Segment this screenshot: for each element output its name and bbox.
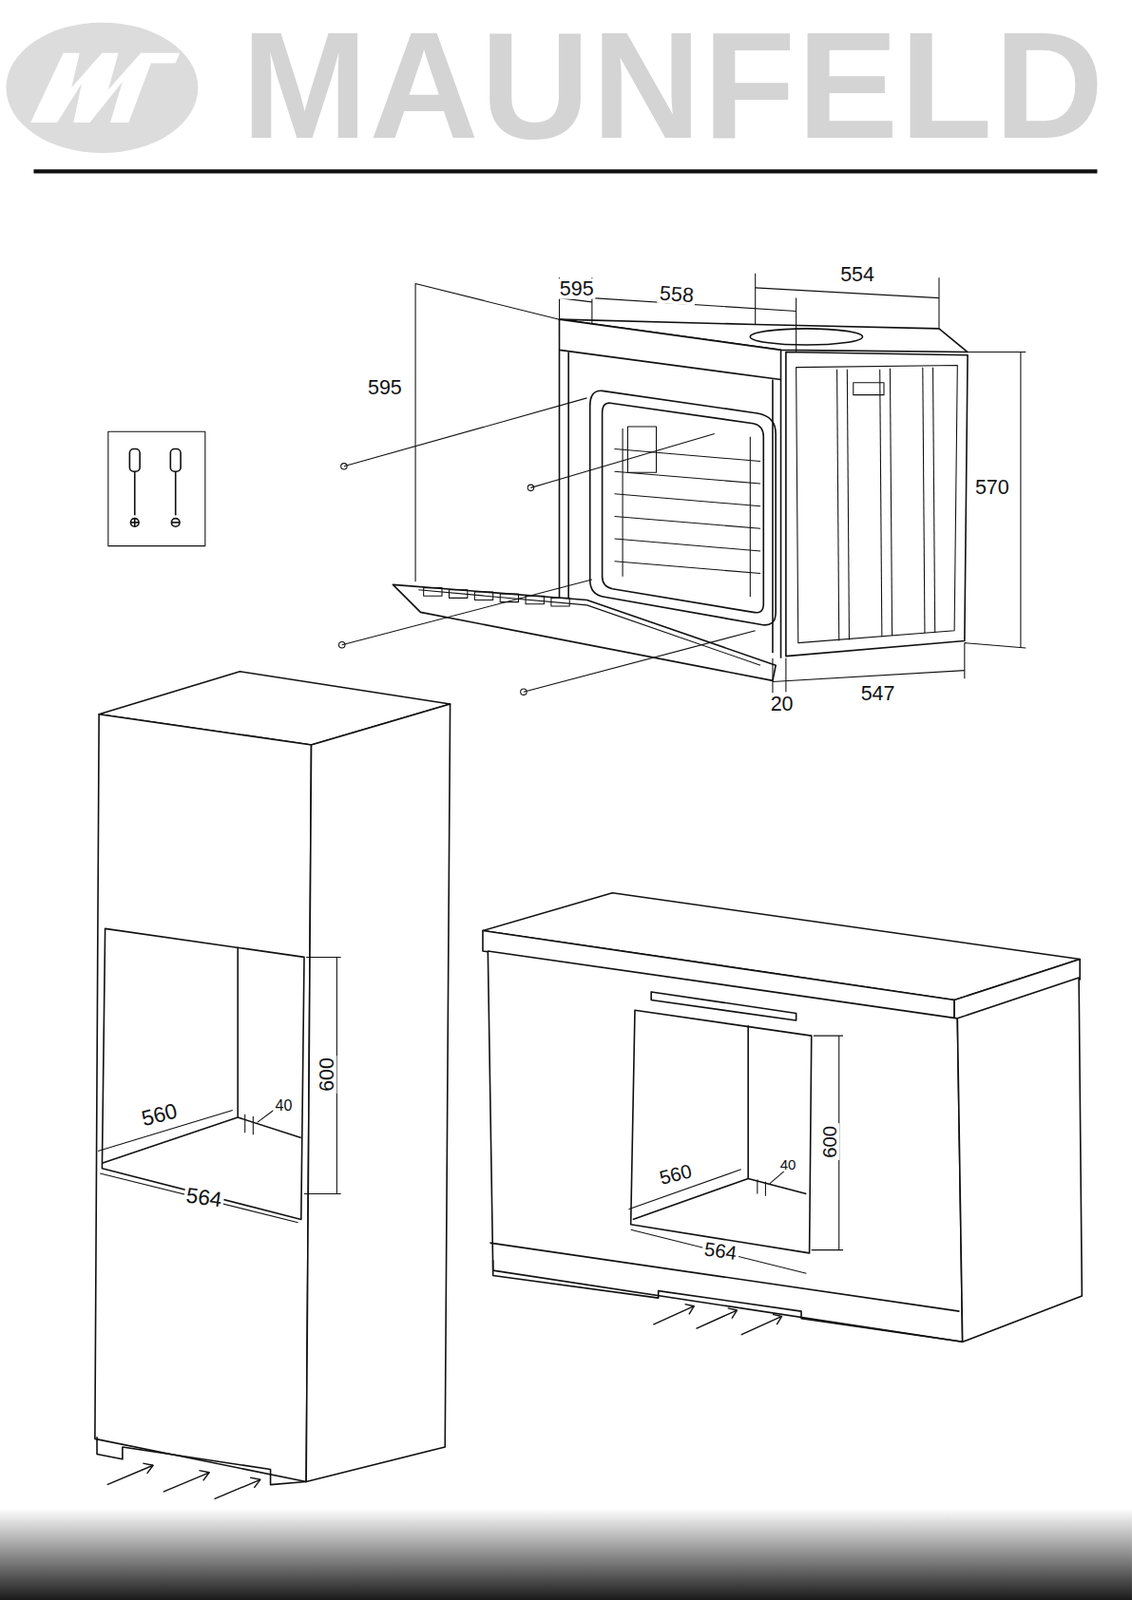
dimension-label: 564 — [182, 1184, 226, 1211]
dimension-label: 547 — [858, 683, 897, 704]
dimension-label: 600 — [316, 1055, 337, 1094]
dimension-label: 595 — [365, 376, 404, 397]
dimension-label: 40 — [778, 1157, 799, 1172]
dimension-label: 570 — [973, 477, 1012, 498]
dimension-label: 600 — [820, 1124, 840, 1161]
dimension-label: 40 — [272, 1097, 294, 1113]
dimension-label: 595 — [557, 278, 596, 299]
dimension-label: 554 — [838, 264, 877, 285]
dimension-label: 558 — [656, 282, 697, 306]
dimension-label: 564 — [701, 1239, 741, 1265]
brand-watermark: MAUNFELD — [241, 10, 1106, 162]
dimension-label: 20 — [768, 692, 796, 713]
